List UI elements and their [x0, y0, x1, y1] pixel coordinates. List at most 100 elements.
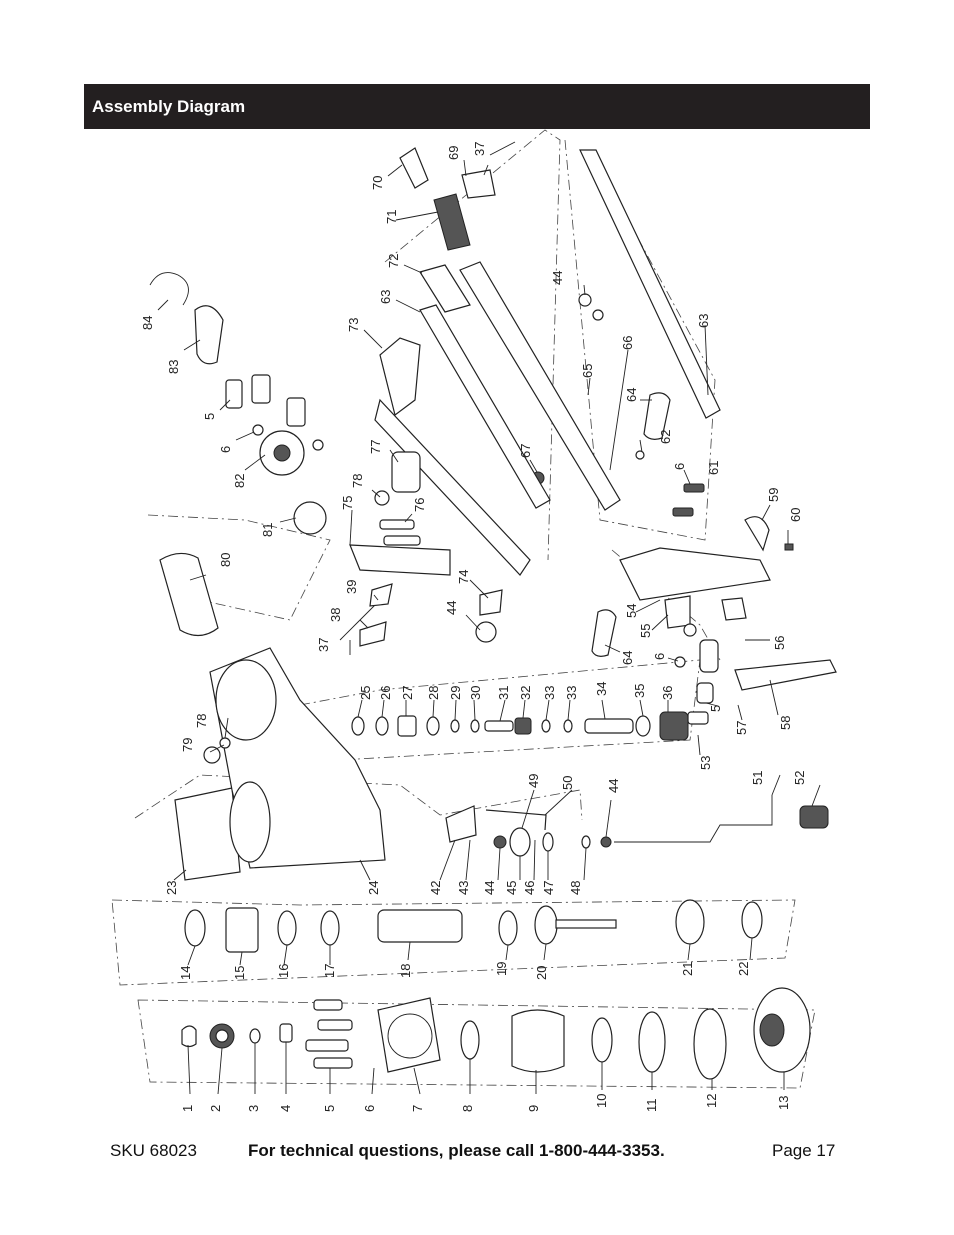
driver-guide-parts [339, 337, 545, 647]
part-label-5: 5 [202, 413, 217, 420]
part-label-13: 13 [776, 1096, 791, 1110]
part-label-29: 29 [448, 686, 463, 700]
part-label-16: 16 [276, 964, 291, 978]
part-label-32: 32 [518, 686, 533, 700]
part-label-77: 77 [368, 440, 383, 454]
part-label-25: 25 [358, 686, 373, 700]
part-label-21: 21 [680, 962, 695, 976]
part-label-37: 37 [472, 142, 487, 156]
part-label-47: 47 [541, 881, 556, 895]
part-label-74: 74 [456, 570, 471, 584]
part-label-49: 49 [526, 774, 541, 788]
part-label-30: 30 [468, 686, 483, 700]
part-label-78: 78 [350, 474, 365, 488]
part-label-44: 44 [482, 881, 497, 895]
part-label-44: 44 [606, 779, 621, 793]
cap-bolt-parts [149, 272, 327, 637]
part-label-54: 54 [624, 604, 639, 618]
part-label-27: 27 [400, 686, 415, 700]
part-label-50: 50 [560, 776, 575, 790]
part-label-5: 5 [708, 705, 723, 712]
valve-chain-parts [203, 711, 709, 764]
part-label-58: 58 [778, 716, 793, 730]
part-label-56: 56 [772, 636, 787, 650]
part-label-5: 5 [322, 1105, 337, 1112]
part-number-labels: 1 2 3 4 5 6 7 8 9 10 11 12 13 14 15 16 1… [140, 142, 807, 1112]
part-label-43: 43 [456, 881, 471, 895]
part-label-48: 48 [568, 881, 583, 895]
part-label-44: 44 [550, 271, 565, 285]
part-label-80: 80 [218, 553, 233, 567]
part-label-2: 2 [208, 1105, 223, 1112]
part-label-83: 83 [166, 360, 181, 374]
part-label-66: 66 [620, 336, 635, 350]
part-label-6: 6 [362, 1105, 377, 1112]
part-label-31: 31 [496, 686, 511, 700]
part-label-6: 6 [652, 653, 667, 660]
part-label-34: 34 [594, 682, 609, 696]
part-label-33: 33 [564, 686, 579, 700]
part-label-65: 65 [580, 364, 595, 378]
part-label-6: 6 [218, 446, 233, 453]
main-housing [174, 647, 386, 881]
part-label-10: 10 [594, 1094, 609, 1108]
part-label-22: 22 [736, 962, 751, 976]
part-label-70: 70 [370, 176, 385, 190]
part-label-39: 39 [344, 580, 359, 594]
part-label-17: 17 [322, 964, 337, 978]
part-label-42: 42 [428, 881, 443, 895]
part-label-75: 75 [340, 496, 355, 510]
part-label-14: 14 [178, 966, 193, 980]
part-label-57: 57 [734, 721, 749, 735]
part-label-51: 51 [750, 771, 765, 785]
nosepiece-parts [591, 516, 837, 704]
part-label-53: 53 [698, 756, 713, 770]
part-label-44: 44 [444, 601, 459, 615]
part-label-62: 62 [658, 430, 673, 444]
part-label-26: 26 [378, 686, 393, 700]
part-label-69: 69 [446, 146, 461, 160]
part-label-6: 6 [672, 463, 687, 470]
part-label-46: 46 [522, 881, 537, 895]
footer-tech-support: For technical questions, please call 1-8… [248, 1141, 665, 1160]
trigger-valve-parts [445, 795, 829, 857]
part-label-18: 18 [398, 964, 413, 978]
part-label-35: 35 [632, 684, 647, 698]
footer-sku: SKU 68023 [110, 1141, 197, 1160]
part-label-38: 38 [328, 608, 343, 622]
part-label-79: 79 [180, 738, 195, 752]
leader-lines [157, 159, 821, 1095]
part-label-73: 73 [346, 318, 361, 332]
part-label-8: 8 [460, 1105, 475, 1112]
cylinder-parts [184, 899, 763, 953]
part-label-78: 78 [194, 714, 209, 728]
section-header-bar: Assembly Diagram [84, 84, 870, 129]
section-title: Assembly Diagram [92, 96, 246, 116]
part-label-64: 64 [624, 388, 639, 402]
part-label-15: 15 [232, 966, 247, 980]
part-label-67: 67 [518, 444, 533, 458]
part-label-64: 64 [620, 651, 635, 665]
part-label-63: 63 [696, 314, 711, 328]
part-label-45: 45 [504, 881, 519, 895]
cap-assembly-parts [181, 987, 811, 1080]
latch-parts [399, 141, 516, 251]
part-label-7: 7 [410, 1105, 425, 1112]
part-label-11: 11 [644, 1099, 659, 1113]
part-label-9: 9 [526, 1105, 541, 1112]
part-label-3: 3 [246, 1105, 261, 1112]
part-label-76: 76 [412, 498, 427, 512]
part-label-23: 23 [164, 881, 179, 895]
part-label-20: 20 [534, 966, 549, 980]
part-label-33: 33 [542, 686, 557, 700]
part-label-63: 63 [378, 290, 393, 304]
part-label-72: 72 [386, 254, 401, 268]
part-label-4: 4 [278, 1105, 293, 1112]
part-label-37: 37 [316, 638, 331, 652]
part-label-71: 71 [384, 210, 399, 224]
part-label-24: 24 [366, 881, 381, 895]
part-label-36: 36 [660, 686, 675, 700]
part-label-1: 1 [180, 1105, 195, 1112]
part-label-28: 28 [426, 686, 441, 700]
